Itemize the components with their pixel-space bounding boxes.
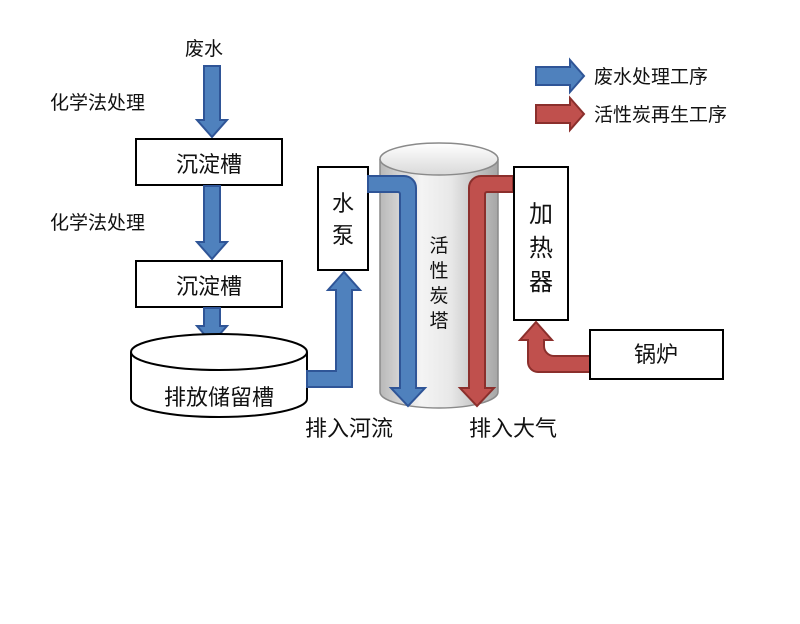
water-pump-box xyxy=(317,166,369,271)
heater-box xyxy=(513,166,569,321)
heater-label-2: 热 xyxy=(529,234,553,262)
flow-arrow-storage-to-pump xyxy=(306,270,363,388)
carbon-tower-label-4: 塔 xyxy=(429,310,448,332)
flow-arrow-boiler-to-heater xyxy=(517,320,591,373)
chem-process-label-1: 化学法处理 xyxy=(50,92,145,114)
output-river-label: 排入河流 xyxy=(305,417,393,442)
storage-tank xyxy=(130,333,308,418)
carbon-tower-label-2: 性 xyxy=(429,260,448,282)
water-pump-label-1: 水 xyxy=(332,192,354,217)
flow-arrow-heater-to-air xyxy=(457,175,514,408)
flow-arrow-2 xyxy=(194,185,230,261)
sediment-tank-2-label: 沉淀槽 xyxy=(176,275,242,300)
boiler-box xyxy=(589,329,724,380)
water-pump-label-2: 泵 xyxy=(332,224,354,249)
sediment-tank-1 xyxy=(135,138,283,186)
legend-water-label: 废水处理工序 xyxy=(594,66,708,88)
output-air-label: 排入大气 xyxy=(469,417,557,442)
chem-process-label-2: 化学法处理 xyxy=(50,212,145,234)
storage-tank-label: 排放储留槽 xyxy=(164,386,274,411)
carbon-tower-label-1: 活 xyxy=(429,235,448,257)
heater-label-1: 加 xyxy=(529,200,553,228)
legend-regen-label: 活性炭再生工序 xyxy=(594,104,727,126)
legend-water-arrow-icon xyxy=(535,57,586,95)
flow-arrow-pump-to-river xyxy=(367,175,428,408)
carbon-tower-label-3: 炭 xyxy=(429,285,448,307)
sediment-tank-2 xyxy=(135,260,283,308)
flow-arrow-1 xyxy=(194,65,230,139)
legend-regen-arrow-icon xyxy=(535,95,586,133)
wastewater-label: 废水 xyxy=(185,38,223,60)
legend: 废水处理工序 活性炭再生工序 xyxy=(535,57,727,133)
sediment-tank-1-label: 沉淀槽 xyxy=(176,153,242,178)
heater-label-3: 器 xyxy=(529,268,553,296)
boiler-label: 锅炉 xyxy=(634,343,678,368)
